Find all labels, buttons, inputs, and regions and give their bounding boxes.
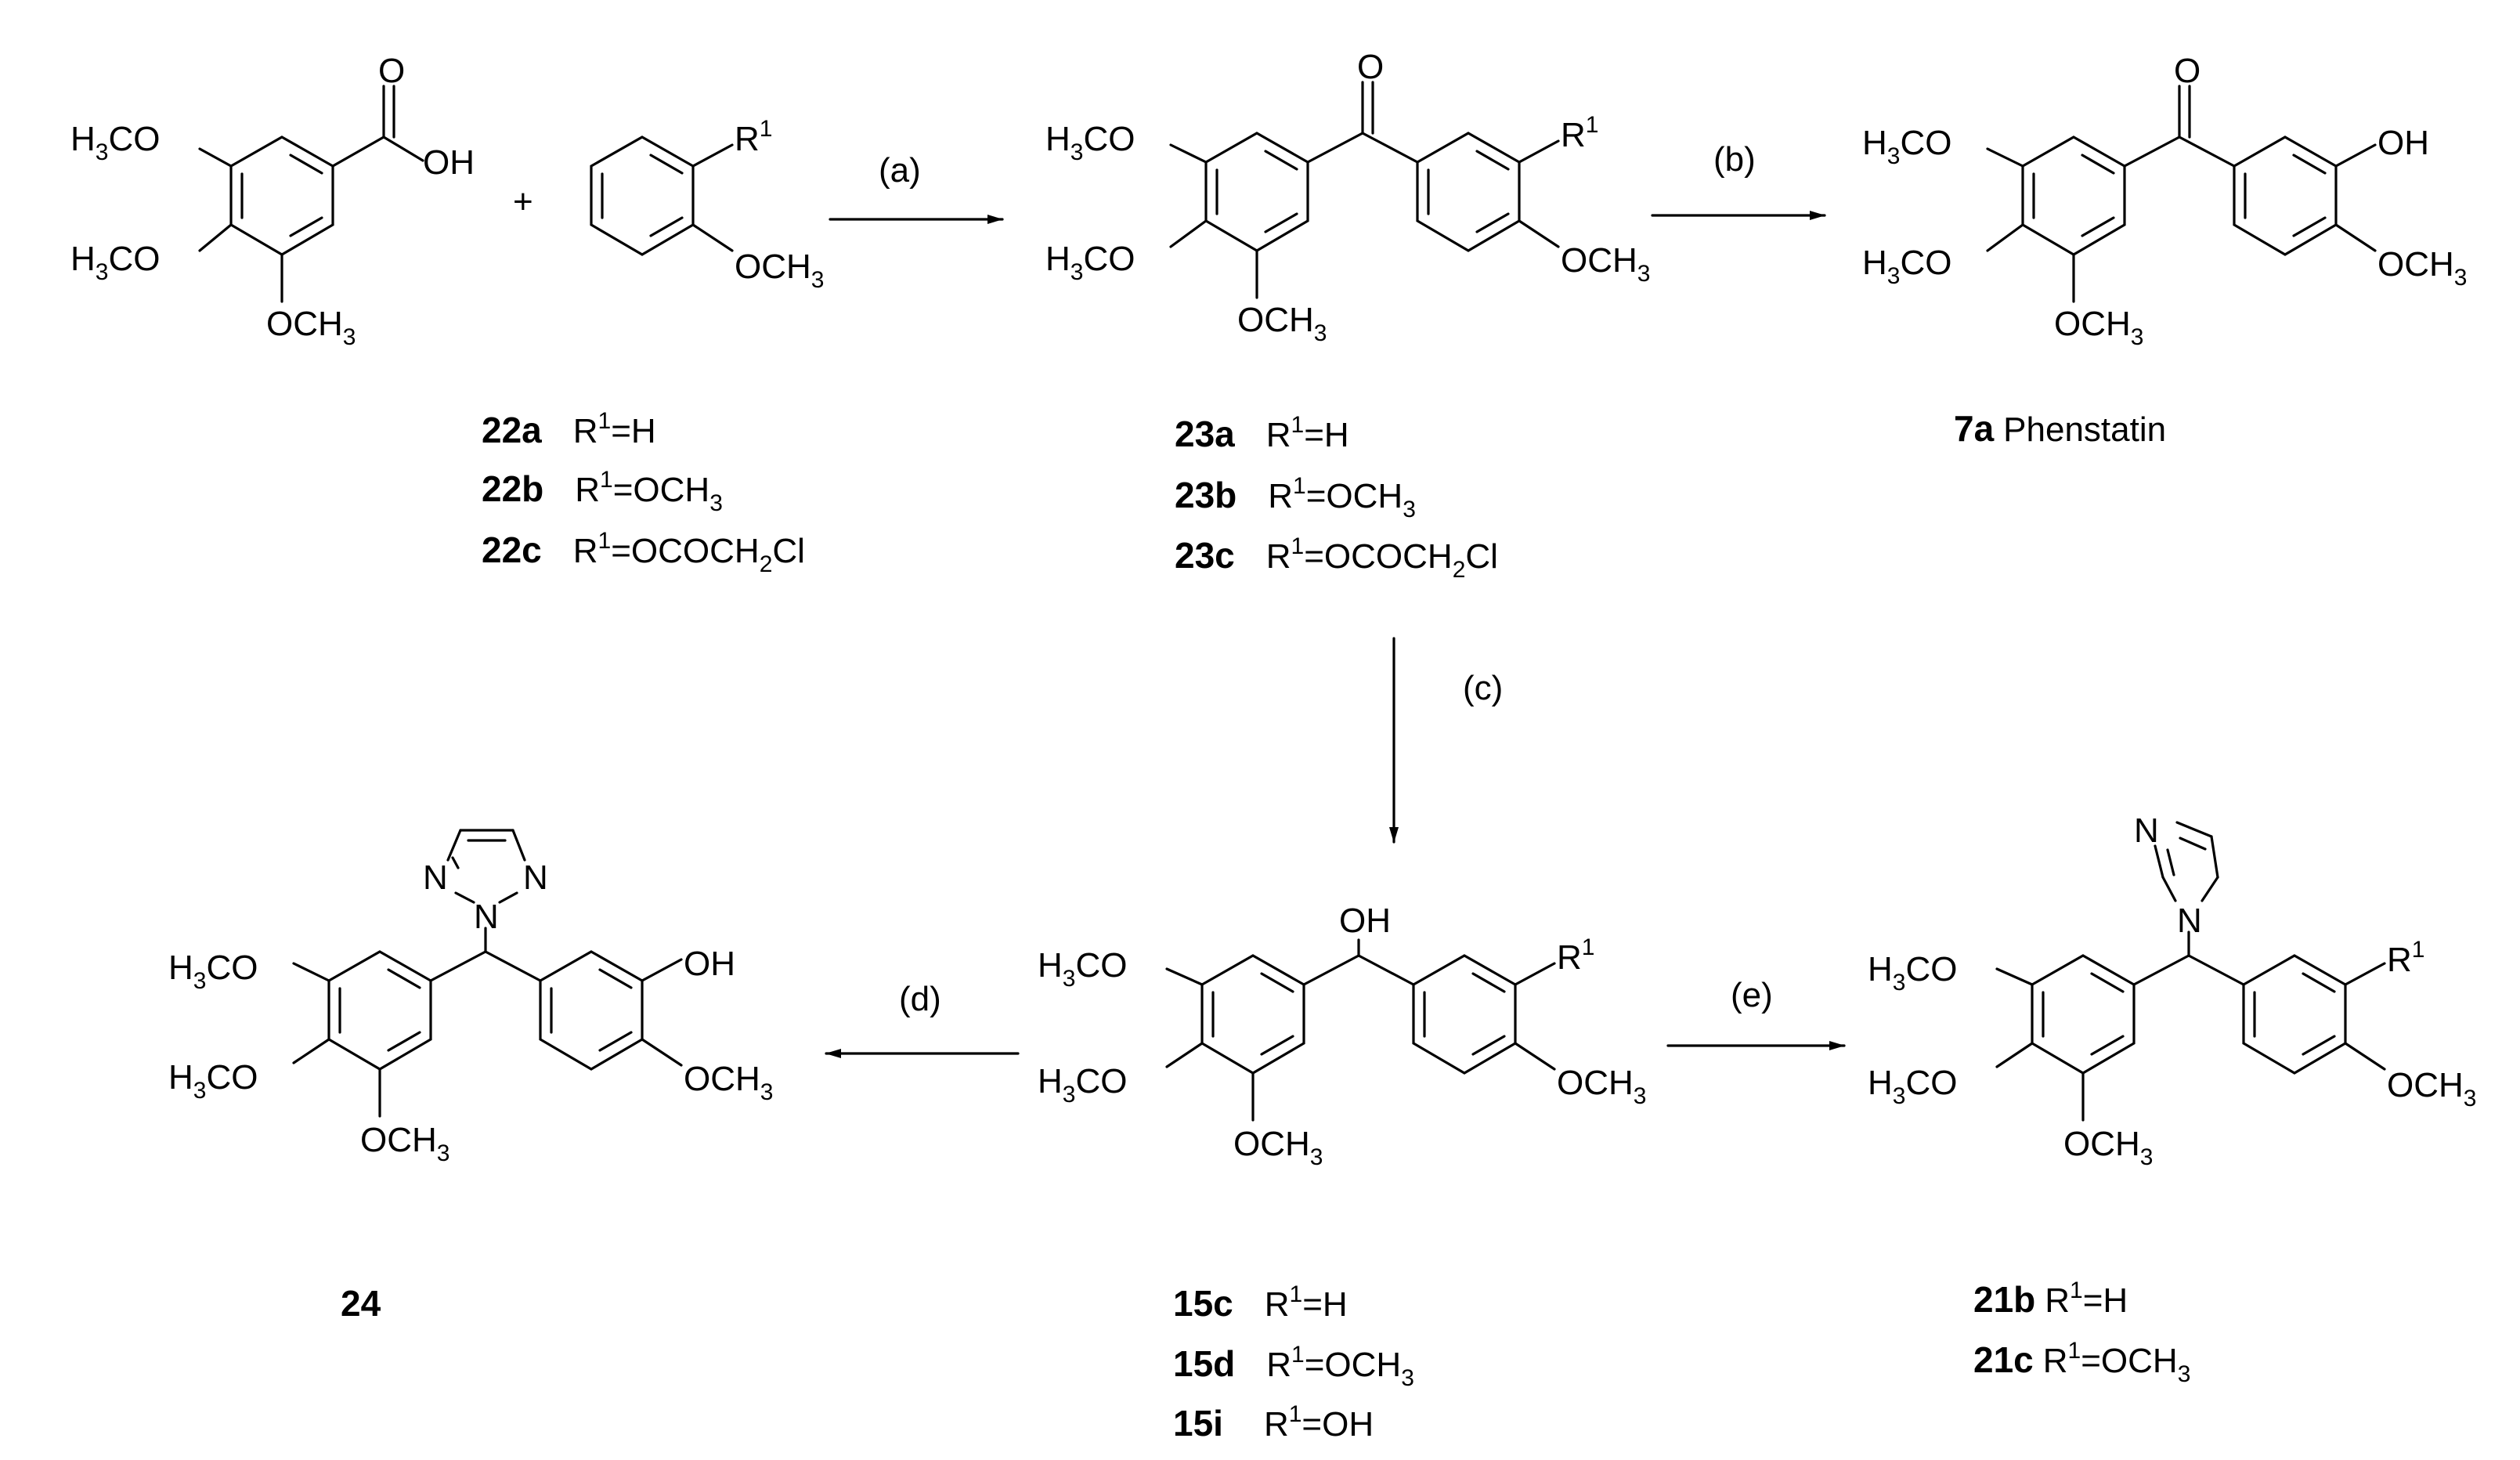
methoxy-label: OCH3 — [1561, 241, 1650, 287]
methoxy-label: OCH3 — [684, 1060, 773, 1105]
methoxy-label: H3CO — [70, 240, 160, 285]
r1-label: R1 — [1557, 934, 1594, 977]
nitrogen-atom: N — [474, 898, 499, 936]
methoxy-label: OCH3 — [2063, 1125, 2153, 1170]
phenstatin-7a: O H3CO H3CO OCH3 OH OCH3 — [1862, 52, 2467, 350]
methoxy-label: OCH3 — [360, 1121, 449, 1166]
anisole-derivative: R1 OCH3 — [590, 116, 824, 293]
methoxy-label: H3CO — [70, 120, 160, 165]
methoxy-label: H3CO — [168, 1058, 258, 1104]
plus-sign: + — [513, 182, 533, 221]
r1-label: R1 — [1561, 112, 1598, 154]
hydroxy-label: OH — [1339, 902, 1391, 940]
methoxy-label: OCH3 — [2377, 245, 2467, 291]
methoxy-label: OCH3 — [266, 305, 356, 350]
methoxy-label: H3CO — [1038, 1062, 1127, 1108]
acid-oh: OH — [423, 143, 475, 182]
condition-label-a: (a) — [879, 151, 921, 190]
triazole-24: N N N H3CO H3CO OCH3 OH OCH3 — [168, 829, 773, 1166]
r1-label: R1 — [735, 116, 772, 158]
carbonyl-o: O — [2174, 52, 2200, 90]
methoxy-label: H3CO — [168, 949, 258, 994]
r1-label: R1 — [2387, 937, 2424, 979]
diarylmethanol-15: OH H3CO H3CO OCH3 R1 OCH3 — [1038, 902, 1646, 1170]
condition-label-e: (e) — [1731, 976, 1773, 1014]
methoxy-label: OCH3 — [2387, 1066, 2476, 1111]
methoxy-label: OCH3 — [2054, 305, 2143, 350]
compound-label-24: 24 — [341, 1283, 381, 1324]
methoxy-label: H3CO — [1045, 240, 1135, 285]
methoxy-label: H3CO — [1045, 120, 1135, 165]
benzophenone-23: O H3CO H3CO OCH3 R1 OCH3 — [1045, 48, 1650, 346]
nitrogen-atom: N — [2177, 902, 2202, 940]
methoxy-label: OCH3 — [1557, 1064, 1646, 1109]
condition-label-b: (b) — [1713, 140, 1756, 179]
carbonyl-o: O — [378, 52, 405, 90]
methoxy-label: OCH3 — [1237, 301, 1327, 346]
methoxy-label: OCH3 — [1233, 1125, 1323, 1170]
methoxy-label: H3CO — [1862, 124, 1951, 169]
carbonyl-o: O — [1357, 48, 1384, 86]
nitrogen-atom: N — [523, 858, 548, 897]
trimethoxybenzoic-acid: O OH H3CO H3CO OCH3 — [70, 52, 475, 350]
methoxy-label: H3CO — [1038, 946, 1127, 992]
hydroxy-label: OH — [2377, 124, 2429, 162]
imidazole-21: N N H3CO H3CO OCH3 R1 OCH3 — [1868, 811, 2476, 1170]
nitrogen-atom: N — [423, 858, 448, 897]
condition-label-d: (d) — [899, 980, 941, 1018]
methoxy-label: H3CO — [1868, 1064, 1957, 1109]
nitrogen-atom: N — [2134, 811, 2159, 850]
methoxy-label: OCH3 — [735, 248, 824, 293]
condition-label-c: (c) — [1463, 669, 1503, 707]
methoxy-label: H3CO — [1862, 244, 1951, 289]
hydroxy-label: OH — [684, 945, 735, 983]
methoxy-label: H3CO — [1868, 950, 1957, 996]
